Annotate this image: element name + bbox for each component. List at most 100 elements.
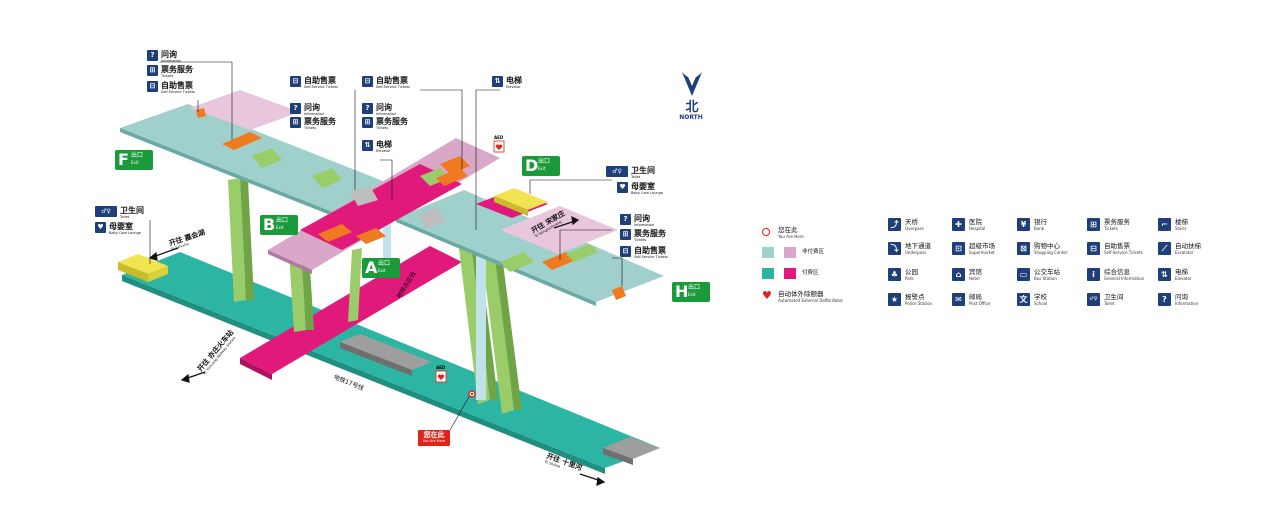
legend-cn: 银行 [1034,218,1047,226]
legend-cn: 报警点 [905,293,925,301]
legend-cn: 天桥 [905,218,918,226]
legend-cn: 公交车站 [1034,268,1060,276]
legend-en: Information [1175,301,1199,306]
callout-cn: 卫生间 [631,166,655,175]
info-icon: ? [362,103,373,114]
callout-cn: 问询 [376,103,392,112]
elevator-icon: ⇅ [1158,268,1171,281]
legend-cn: 问询 [1175,293,1188,301]
legend-en: School [1034,301,1048,306]
legend-en: Overpass [905,226,924,231]
tickets-icon: ⊞ [620,229,631,240]
elevator-icon: ⇅ [492,76,503,87]
exit-h-badge: H 出口 Exit [672,282,710,302]
info-icon: ? [620,214,631,225]
callout-cn: 自助售票 [304,76,336,85]
legend-en: Stairs [1175,226,1187,231]
exit-cn: 出口 [131,152,144,159]
callout-en: Self-Service Tickets [376,85,410,89]
legend-cn: 票务服务 [1104,218,1130,226]
police-icon: ★ [888,293,901,306]
legend-en: Self-Service Tickets [1104,250,1143,255]
exit-letter: D [525,156,539,175]
exit-en: Exit [131,160,139,165]
baby-care-icon: ♥ [95,222,106,233]
aed-heart-icon: ♥ [762,289,772,302]
legend-en: Toilet [1104,301,1115,306]
exit-letter: H [675,282,689,301]
callout-en: Tickets [304,126,317,130]
bank-icon: ¥ [1017,218,1030,231]
callout-en: Elevator [376,149,391,153]
self-tickets-icon: ⊟ [1087,242,1100,255]
overpass-icon: ⤴ [888,218,901,231]
toilet-icon: ♂♀ [606,166,628,177]
callout-cn: 自助售票 [161,81,193,90]
legend-cn: 购物中心 [1034,242,1060,250]
legend-cn: 非付费区 [802,249,825,255]
legend-cn: 综合信息 [1104,268,1130,276]
legend-en: Underpass [905,250,927,255]
exit-cn: 出口 [276,217,289,224]
hospital-icon: ✚ [952,218,965,231]
shopping-icon: ⊠ [1017,242,1030,255]
toilet-icon: ♂♀ [1087,293,1100,306]
legend-en: Bus Station [1034,276,1057,281]
legend-en: Tickets [1104,226,1118,231]
exit-cn: 出口 [538,158,551,165]
callout-cn: 自助售票 [376,76,408,85]
legend-cn: 公园 [905,268,918,276]
callout-cn: 问询 [304,103,320,112]
callout-cn: 票务服务 [304,117,336,126]
self-tickets-icon: ⊟ [147,81,158,92]
legend-cn: 学校 [1034,293,1047,301]
lower-platform [118,252,660,474]
callout-en: Information [161,59,182,63]
legend-cn: 医院 [969,218,982,226]
tickets-icon: ⊞ [362,117,373,128]
exit-en: Exit [276,225,284,230]
aed-label: AED [436,365,446,370]
legend-cn: 电梯 [1175,268,1188,276]
underpass-icon: ⤵ [888,242,901,255]
legend-en: Bank [1034,226,1045,231]
callout-en: Tickets [161,74,174,78]
callout-en: Self-Service Tickets [161,90,195,94]
stairs-icon: ⌐ [1158,218,1171,231]
callout-en: Information [304,112,325,116]
toilet-icon: ♂♀ [95,206,117,217]
exit-cn: 出口 [378,260,391,267]
escalators [196,108,626,300]
exit-letter: A [365,258,378,277]
supermarket-icon: ⊡ [952,242,965,255]
hotel-icon: ⌂ [952,268,965,281]
you-are-here-marker [418,390,476,446]
exit-d-structure [476,188,548,218]
legend-en: Shopping Center [1034,250,1068,255]
legend-en: Escalator [1175,250,1194,255]
legend-cn: 自动扶梯 [1175,242,1201,250]
callout-cn: 票务服务 [161,65,193,74]
exit-cn: 出口 [688,284,701,291]
stair-columns [228,178,522,414]
tickets-icon: ⊞ [147,65,158,76]
self-tickets-icon: ⊟ [620,246,631,257]
legend-en: Automated External Defibrillator [778,298,844,303]
school-icon: 文 [1017,293,1030,306]
legend-en: Hotel [969,276,980,281]
callout-cn: 票务服务 [376,117,408,126]
escalator-icon: ⟋ [1158,242,1171,255]
callout-en: Self-Service Tickets [304,85,338,89]
tickets-icon: ⊞ [290,117,301,128]
elevator-icon: ⇅ [362,140,373,151]
legend-en: Police Station [905,301,933,306]
exit-f-badge: F 出口 Exit [115,150,153,170]
legend-en: General Information [1104,276,1145,281]
callout-en: Baby Care Lounge [109,231,142,235]
unpaid-swatch-light [762,247,774,258]
info-icon: ? [147,50,158,61]
general-info-icon: i [1087,268,1100,281]
baby-care-icon: ♥ [617,182,628,193]
legend-cn: 地下通道 [905,242,931,250]
exit-en: Exit [688,292,696,297]
